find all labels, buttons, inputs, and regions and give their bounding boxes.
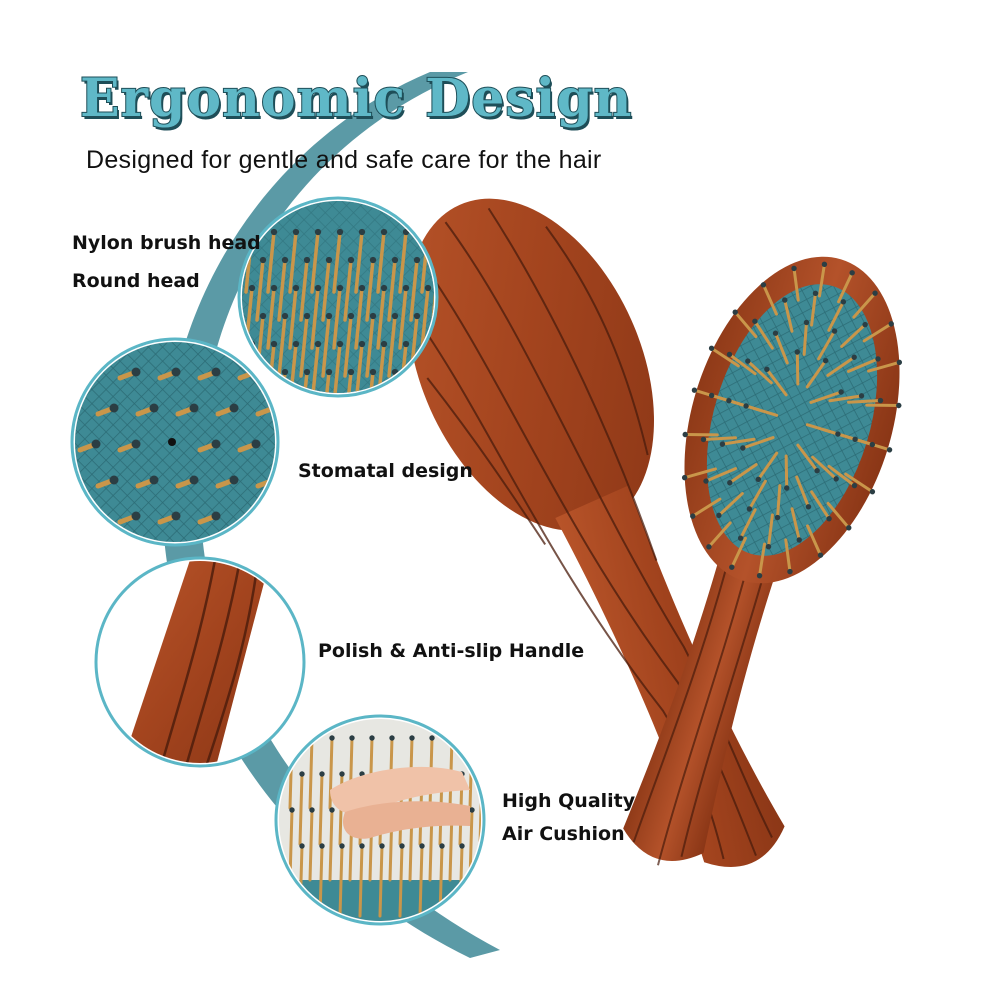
cushion-vent-closeup [70, 337, 280, 547]
nylon-bristle-closeup [237, 196, 439, 398]
air-cushion-press-closeup [274, 714, 486, 926]
handle-closeup [94, 556, 306, 768]
feature-label-air-cushion: Air Cushion [502, 823, 625, 845]
feature-label-anti-slip-handle: Polish & Anti-slip Handle [318, 640, 585, 662]
feature-label-nylon-brush-head: Nylon brush head [72, 232, 261, 254]
feature-label-round-head: Round head [72, 270, 200, 292]
page-subtitle: Designed for gentle and safe care for th… [86, 146, 602, 174]
back-brush [403, 198, 785, 867]
feature-label-stomatal-design: Stomatal design [298, 460, 473, 482]
front-brush [623, 256, 903, 866]
feature-label-high-quality: High Quality [502, 790, 636, 812]
page-title: Ergonomic Design [79, 67, 633, 130]
